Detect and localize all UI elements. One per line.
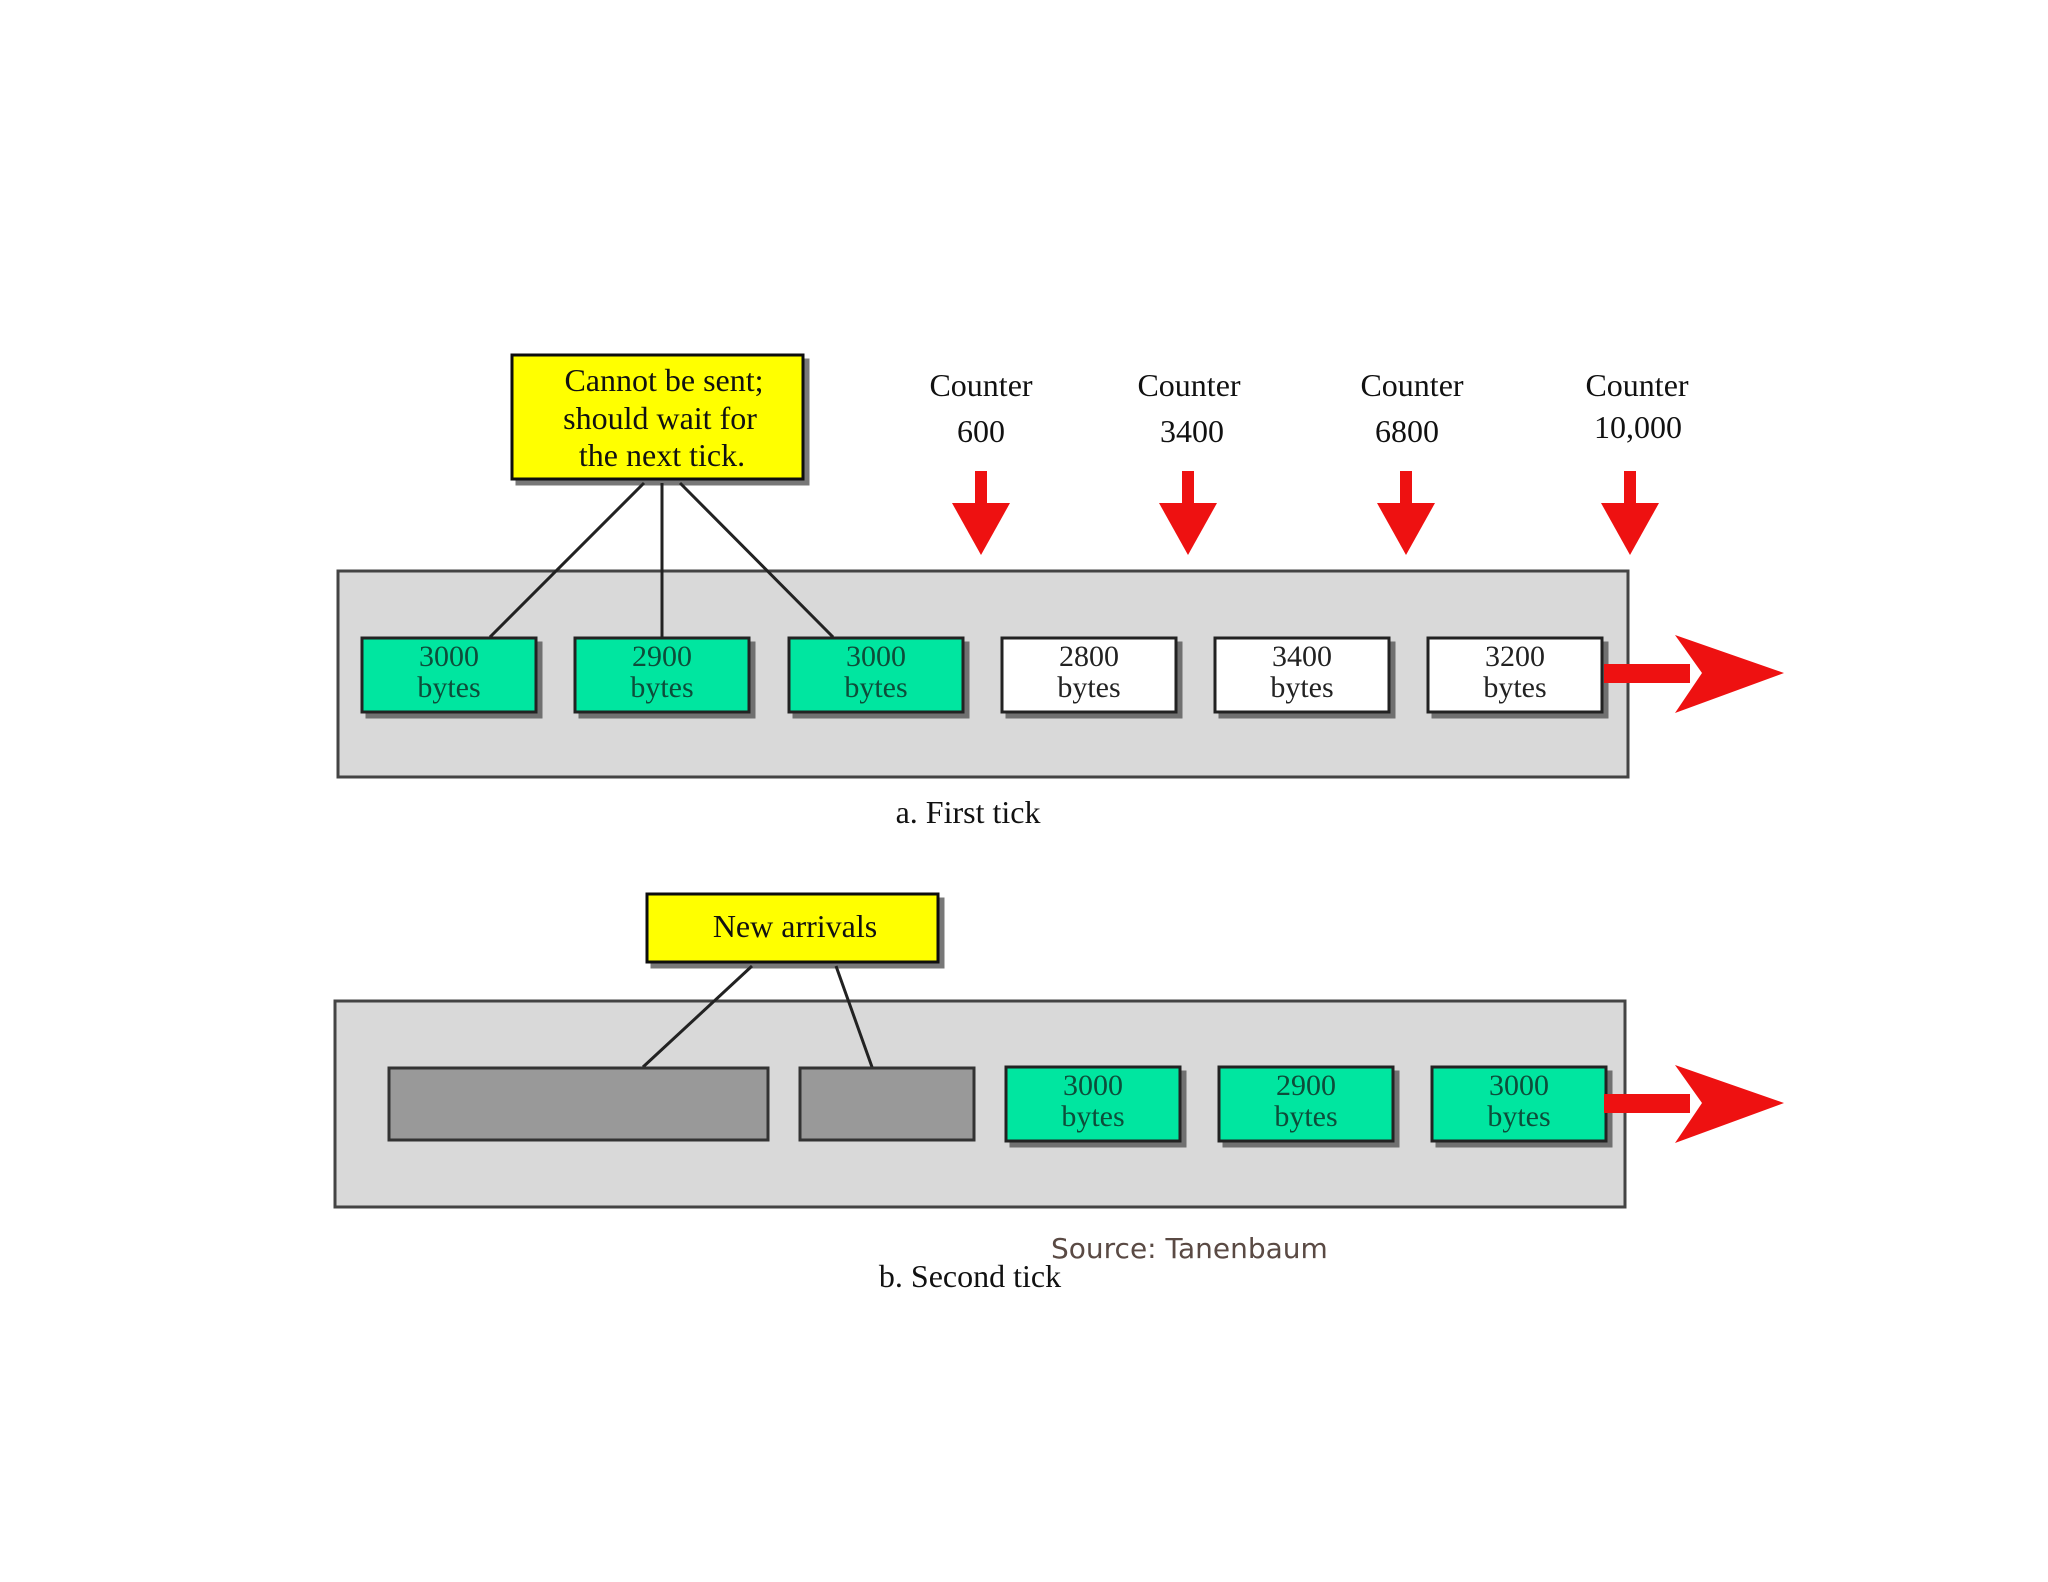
- packet-size: 3400: [1272, 640, 1332, 673]
- callout-new-arrivals: New arrivals: [645, 892, 940, 964]
- counter-value: 6800: [1375, 413, 1439, 449]
- packet-size: 3000: [1063, 1069, 1123, 1102]
- packet-size: 2800: [1059, 640, 1119, 673]
- packet-b-2: 2900 bytes: [1217, 1065, 1395, 1143]
- new-arrival-leader-lines: [641, 964, 874, 1069]
- packet-a-1: 3000 bytes: [360, 636, 538, 714]
- counter-600: Counter 600: [929, 367, 1033, 555]
- counter-10000: Counter 10,000: [1585, 367, 1689, 555]
- packet-unit: bytes: [1061, 1100, 1124, 1133]
- counter-3400: Counter 3400: [1137, 367, 1241, 555]
- callout-line-3: the next tick.: [579, 437, 745, 473]
- packet-unit: bytes: [1487, 1100, 1550, 1133]
- packet-a-4: 2800 bytes: [1000, 636, 1178, 714]
- down-arrow-icon: [1377, 471, 1435, 555]
- packet-unit: bytes: [844, 671, 907, 704]
- packet-size: 3000: [846, 640, 906, 673]
- packet-unit: bytes: [1270, 671, 1333, 704]
- buffer-queue-a: [336, 569, 1630, 779]
- packet-size: 2900: [1276, 1069, 1336, 1102]
- packet-a-5: 3400 bytes: [1213, 636, 1391, 714]
- counter-label: Counter: [1585, 367, 1688, 403]
- callout-line-1: Cannot be sent;: [564, 362, 763, 398]
- counter-label: Counter: [1360, 367, 1463, 403]
- down-arrow-icon: [952, 471, 1010, 555]
- panel-first-tick: Cannot be sent; should wait for the next…: [336, 353, 1784, 830]
- counter-label: Counter: [1137, 367, 1240, 403]
- callout-leader-lines: [488, 481, 835, 639]
- callout-line-2: should wait for: [563, 400, 757, 436]
- packet-unit: bytes: [630, 671, 693, 704]
- new-arrival-block-1: [387, 1066, 770, 1142]
- packet-a-3: 3000 bytes: [787, 636, 965, 714]
- packet-size: 3000: [1489, 1069, 1549, 1102]
- counter-6800: Counter 6800: [1360, 367, 1464, 555]
- callout-text: New arrivals: [713, 908, 877, 944]
- counter-value: 600: [957, 413, 1005, 449]
- packet-a-6: 3200 bytes: [1426, 636, 1604, 714]
- packet-size: 2900: [632, 640, 692, 673]
- packet-b-1: 3000 bytes: [1004, 1065, 1182, 1143]
- packet-size: 3000: [419, 640, 479, 673]
- output-arrow-icon: [1604, 635, 1784, 713]
- caption-first-tick: a. First tick: [896, 794, 1041, 830]
- counter-label: Counter: [929, 367, 1032, 403]
- packet-unit: bytes: [1483, 671, 1546, 704]
- down-arrow-icon: [1601, 471, 1659, 555]
- callout-cannot-send: Cannot be sent; should wait for the next…: [510, 353, 805, 481]
- new-arrival-block-2: [798, 1066, 976, 1142]
- counter-value: 3400: [1160, 413, 1224, 449]
- packet-unit: bytes: [417, 671, 480, 704]
- output-arrow-icon: [1604, 1065, 1784, 1143]
- down-arrow-icon: [1159, 471, 1217, 555]
- packet-unit: bytes: [1274, 1100, 1337, 1133]
- counter-value: 10,000: [1594, 409, 1682, 445]
- packet-b-3: 3000 bytes: [1430, 1065, 1608, 1143]
- panel-second-tick: New arrivals 3000 bytes 2900 bytes 3000 …: [333, 892, 1784, 1294]
- caption-second-tick: b. Second tick: [879, 1258, 1061, 1294]
- packet-size: 3200: [1485, 640, 1545, 673]
- source-attribution: Source: Tanenbaum: [1051, 1232, 1328, 1265]
- packet-unit: bytes: [1057, 671, 1120, 704]
- packet-a-2: 2900 bytes: [573, 636, 751, 714]
